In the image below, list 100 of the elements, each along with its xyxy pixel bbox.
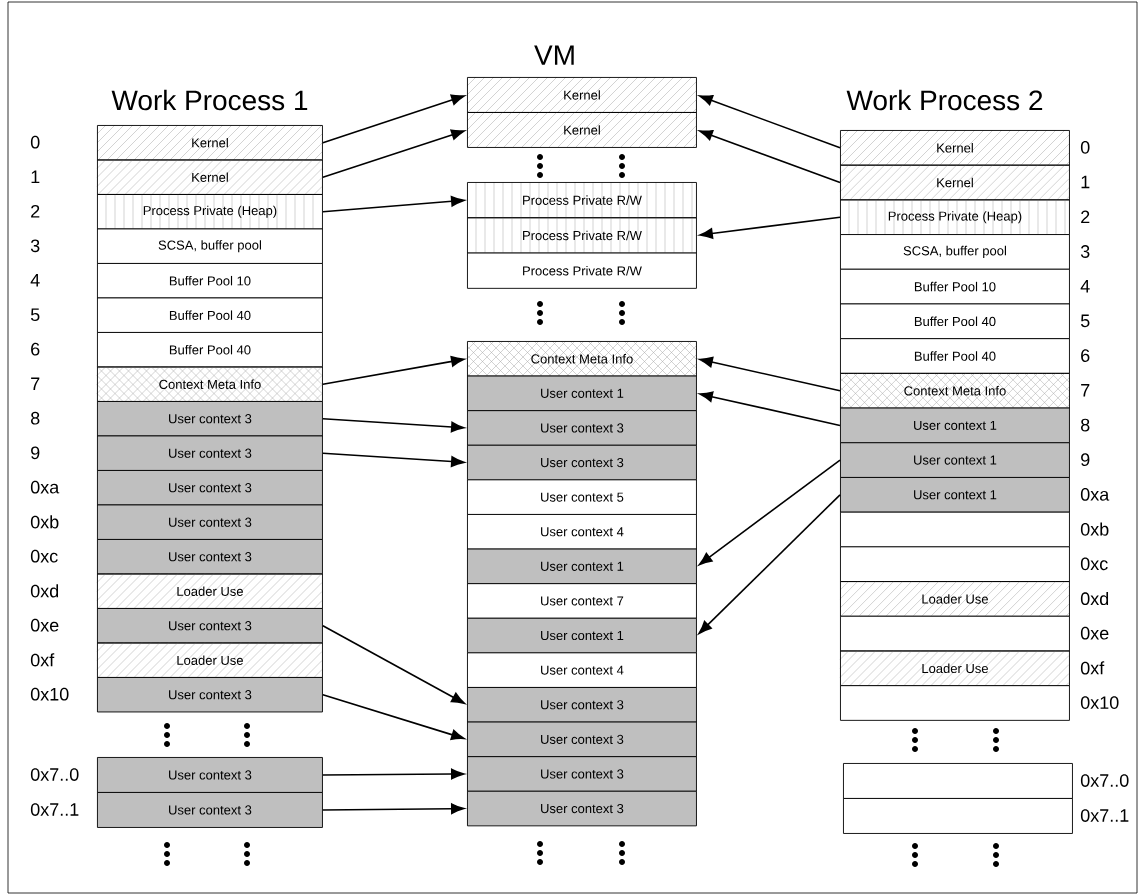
memory-segment: User context 1: [840, 477, 1070, 513]
memory-segment: Buffer Pool 10: [840, 268, 1070, 305]
address-label: 1: [31, 170, 40, 183]
memory-segment: User context 3: [97, 677, 323, 713]
memory-segment: User context 4: [467, 652, 697, 688]
memory-segment: User context 3: [97, 504, 323, 540]
address-label: 0x7..0: [1080, 774, 1129, 787]
arrow: [322, 356, 465, 385]
address-label: 0x7..1: [1080, 809, 1129, 822]
arrow: [698, 494, 841, 635]
address-label: 0xd: [30, 584, 59, 598]
address-label: 7: [31, 377, 40, 390]
memory-segment: Kernel: [466, 76, 697, 113]
memory-segment: User context 3: [97, 401, 323, 437]
memory-segment: Process Private R/W: [467, 217, 697, 254]
address-label: 2: [1081, 210, 1090, 224]
address-label: 6: [1081, 349, 1090, 362]
memory-segment: [840, 685, 1070, 721]
memory-segment: Buffer Pool 10: [97, 263, 323, 299]
address-label: 4: [30, 274, 40, 287]
arrow: [699, 95, 841, 149]
address-label: 9: [31, 446, 40, 460]
memory-segment: Kernel: [839, 129, 1070, 166]
memory-segment: Buffer Pool 40: [97, 332, 323, 368]
memory-segment: Loader Use: [96, 573, 323, 609]
memory-segment: User context 7: [467, 583, 697, 619]
memory-segment: Kernel: [96, 124, 323, 161]
memory-segment: Process Private (Heap): [840, 199, 1070, 235]
address-label: 1: [1081, 175, 1090, 189]
memory-segment: [843, 798, 1073, 834]
address-label: 0x7..1: [30, 803, 79, 816]
memory-segment: Kernel: [466, 111, 697, 148]
memory-segment: User context 3: [97, 757, 323, 793]
address-label: 0xa: [1080, 488, 1110, 501]
address-label: 0xe: [1080, 626, 1109, 640]
arrow: [698, 459, 841, 566]
arrow: [322, 94, 465, 144]
address-label: 2: [31, 204, 40, 218]
memory-segment: Context Meta Info: [96, 366, 323, 402]
memory-segment: Process Private R/W: [467, 252, 697, 289]
address-label: 0xe: [30, 618, 59, 632]
address-label: 5: [1080, 314, 1090, 328]
memory-segment: Kernel: [96, 159, 323, 195]
memory-segment: Kernel: [839, 164, 1070, 201]
memory-segment: Buffer Pool 40: [840, 338, 1070, 374]
memory-segment: User context 3: [467, 790, 697, 827]
memory-segment: User context 3: [97, 470, 323, 506]
address-label: 9: [1081, 453, 1090, 467]
address-label: 0xb: [30, 515, 59, 529]
address-label: 0: [1080, 140, 1090, 154]
arrow: [322, 768, 465, 780]
address-label: 0xf: [1080, 661, 1105, 675]
address-label: 7: [1081, 384, 1090, 397]
address-label: 0xc: [1080, 557, 1108, 571]
memory-segment: Context Meta Info: [839, 372, 1070, 409]
memory-segment: User context 4: [467, 514, 697, 550]
arrow: [322, 624, 465, 704]
arrow: [699, 216, 841, 239]
memory-segment: User context 3: [97, 539, 323, 575]
memory-segment: Process Private R/W: [467, 181, 697, 219]
memory-segment: User context 3: [97, 608, 323, 644]
memory-segment: [840, 615, 1070, 652]
address-label: 0xb: [1080, 522, 1109, 536]
arrow: [699, 130, 841, 184]
memory-segment: Buffer Pool 40: [97, 297, 323, 333]
address-label: 0xf: [30, 653, 55, 667]
memory-segment: User context 1: [467, 548, 697, 585]
column-title: Work Process 2: [846, 89, 1043, 111]
memory-segment: User context 3: [467, 721, 697, 758]
memory-segment: User context 5: [467, 479, 697, 515]
memory-segment: User context 1: [840, 442, 1070, 478]
column-title: VM: [534, 45, 574, 65]
address-label: 0x10: [1080, 696, 1119, 709]
address-label: 0x7..0: [30, 768, 79, 781]
memory-segment: User context 3: [467, 410, 697, 446]
memory-segment: User context 3: [467, 687, 697, 723]
memory-segment: User context 1: [467, 375, 697, 412]
address-label: 6: [31, 342, 40, 356]
address-label: 4: [1080, 280, 1090, 293]
arrow: [322, 195, 465, 213]
address-label: 0xd: [1080, 591, 1109, 606]
address-label: 3: [1080, 245, 1090, 258]
address-label: 0: [30, 135, 40, 149]
memory-segment: Loader Use: [839, 580, 1070, 617]
arrow: [699, 391, 841, 427]
memory-segment: Buffer Pool 40: [840, 303, 1070, 340]
memory-segment: [843, 763, 1073, 799]
memory-segment: User context 1: [467, 617, 697, 654]
memory-segment: User context 1: [840, 407, 1070, 444]
address-label: 8: [1081, 418, 1090, 432]
memory-segment: Loader Use: [839, 650, 1070, 687]
memory-segment: User context 3: [467, 444, 697, 481]
arrow: [322, 452, 465, 467]
memory-segment: User context 3: [467, 756, 697, 792]
address-label: 5: [30, 308, 40, 322]
address-label: 0xa: [30, 480, 60, 494]
memory-segment: User context 3: [97, 435, 323, 471]
arrow: [322, 417, 465, 433]
memory-segment: [840, 546, 1070, 582]
memory-segment: SCSA, buffer pool: [97, 228, 323, 264]
